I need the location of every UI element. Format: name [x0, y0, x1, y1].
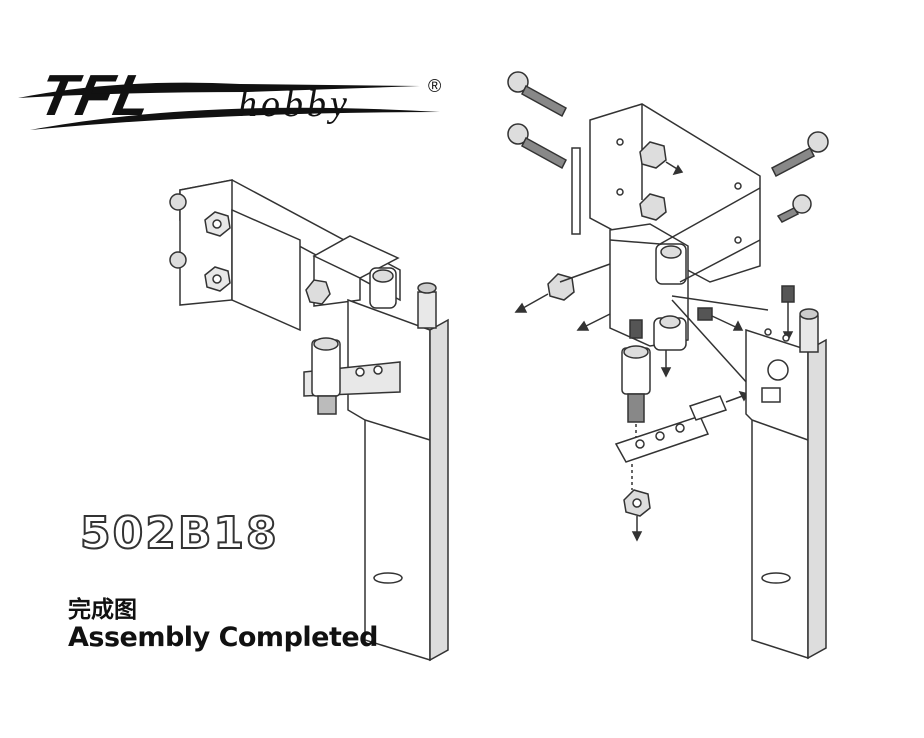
logo-brand-sub: hobby [238, 83, 351, 125]
screw-top-right [771, 131, 829, 178]
registered-mark: ® [428, 76, 442, 96]
screw-top-left [507, 71, 567, 118]
caption-chinese: 完成图 [68, 597, 137, 623]
caption-english: Assembly Completed [68, 622, 379, 653]
model-code: 502B18 [79, 507, 279, 560]
screw-mid-right [776, 194, 812, 223]
screw-mid-left [507, 123, 567, 170]
